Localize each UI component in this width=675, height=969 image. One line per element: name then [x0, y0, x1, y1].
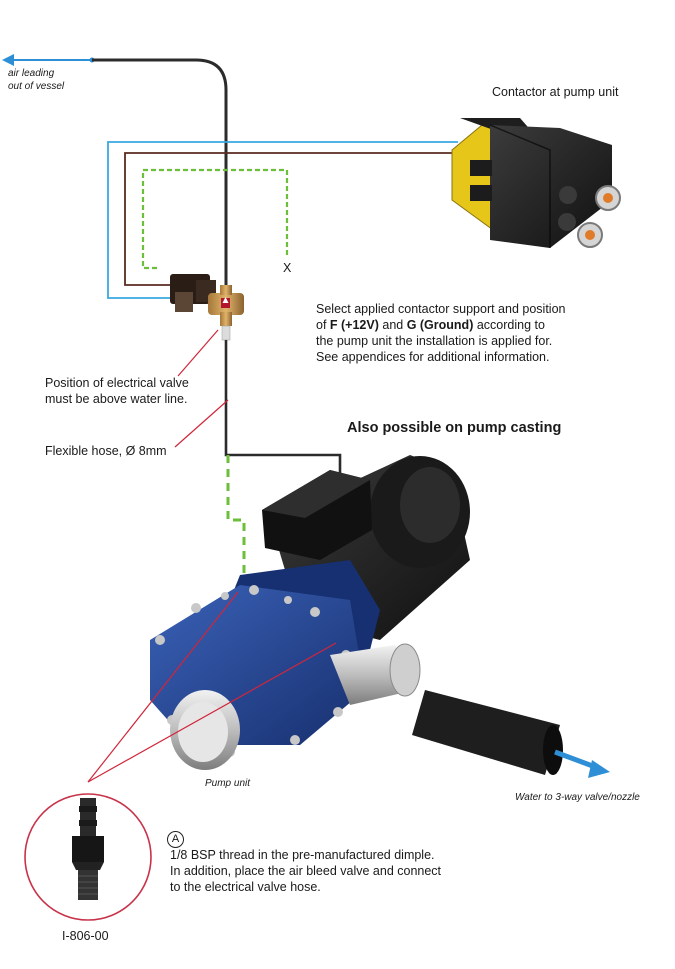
contactor-label: Contactor at pump unit	[492, 85, 619, 99]
pump-unit	[150, 455, 563, 775]
bleed-valve-detail	[24, 793, 152, 921]
alternative-route-dashed	[226, 455, 246, 590]
select-line-2-post: according to	[473, 318, 545, 332]
note-line-3: to the electrical valve hose.	[170, 880, 321, 894]
g-label: G (Ground)	[406, 318, 474, 332]
brown-wire	[124, 152, 452, 286]
note-line-2: In addition, place the air bleed valve a…	[170, 864, 442, 878]
contactor	[451, 118, 621, 248]
select-line-1: Select applied contactor support and pos…	[316, 302, 566, 316]
select-line-2: of F (+12V) and G (Ground) according to	[316, 317, 545, 333]
note-line-1: 1/8 BSP thread in the pre-manufactured d…	[170, 848, 435, 862]
select-line-3: the pump unit the installation is applie…	[316, 334, 553, 348]
x-mark: X	[283, 261, 292, 275]
flexible-hose-label: Flexible hose, Ø 8mm	[45, 444, 167, 458]
air-hose	[92, 58, 228, 285]
green-dashed-wire	[141, 168, 289, 270]
air-outlet-arrow	[2, 54, 95, 66]
pointer-lines	[87, 329, 337, 783]
a-mark-circle: A	[167, 831, 184, 848]
also-possible-heading: Also possible on pump casting	[347, 420, 562, 436]
part-number: I-806-00	[62, 929, 109, 943]
a-mark: A	[167, 830, 184, 848]
air-leading-label: air leading	[8, 68, 55, 79]
valve-position-line-1: Position of electrical valve	[45, 376, 189, 390]
valve-position-line-2: must be above water line.	[45, 392, 188, 406]
pump-unit-label: Pump unit	[205, 778, 251, 789]
select-line-2-pre: of	[316, 318, 330, 332]
blue-wire	[107, 141, 458, 299]
f-label: F (+12V)	[329, 318, 379, 332]
out-of-vessel-label: out of vessel	[8, 81, 65, 92]
select-line-2-mid: and	[378, 318, 407, 332]
water-outlet-label: Water to 3-way valve/nozzle	[515, 792, 640, 803]
select-line-4: See appendices for additional informatio…	[316, 350, 550, 364]
water-outlet-arrow	[554, 749, 610, 778]
electrical-valve	[170, 274, 244, 341]
